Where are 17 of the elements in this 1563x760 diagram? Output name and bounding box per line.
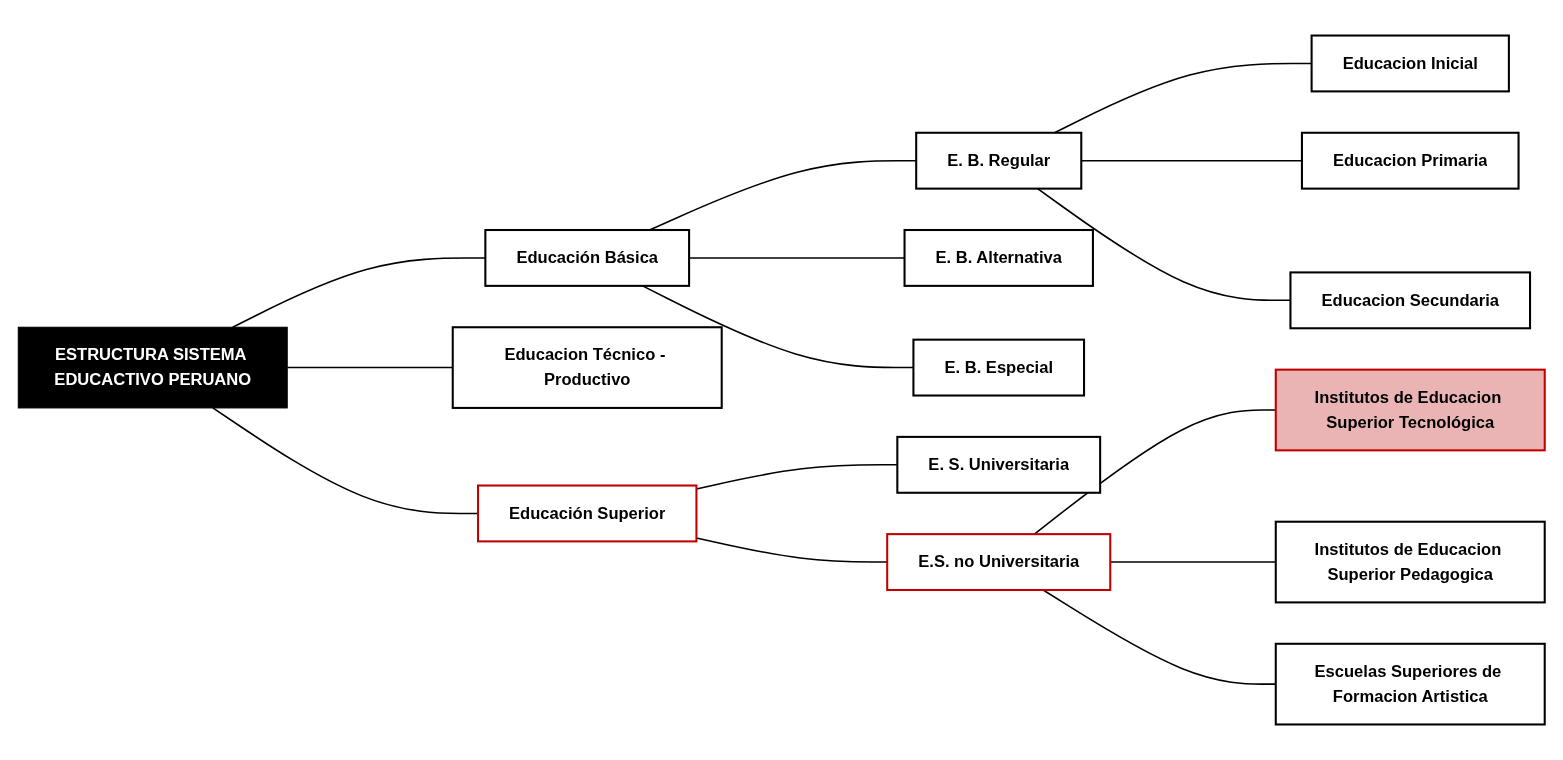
node-box: Educacion Primaria <box>1300 131 1520 190</box>
node-box: Escuelas Superiores de Formacion Artistica <box>1274 642 1546 726</box>
node-box: Institutos de Educacion Superior Tecnológica <box>1274 368 1546 452</box>
node-box: Educación Superior <box>477 484 698 543</box>
node-box: E. B. Regular <box>915 131 1083 190</box>
node-box: Educacion Técnico - Productivo <box>451 326 723 409</box>
connector <box>212 407 479 515</box>
node-box: E. B. Alternativa <box>903 228 1094 287</box>
node-box: ESTRUCTURA SISTEMA EDUCACTIVO PERUANO <box>17 326 288 409</box>
node-box: E.S. no Universitaria <box>886 533 1112 592</box>
node-box: E. S. Universitaria <box>896 435 1102 494</box>
connector <box>695 537 888 563</box>
node-box: Educacion Inicial <box>1310 34 1510 93</box>
node-box: Educación Básica <box>484 228 691 287</box>
node-box: E. B. Especial <box>912 338 1086 397</box>
node-box: Institutos de Educacion Superior Pedagogica <box>1274 520 1546 604</box>
node-box: Educacion Secundaria <box>1289 271 1532 330</box>
